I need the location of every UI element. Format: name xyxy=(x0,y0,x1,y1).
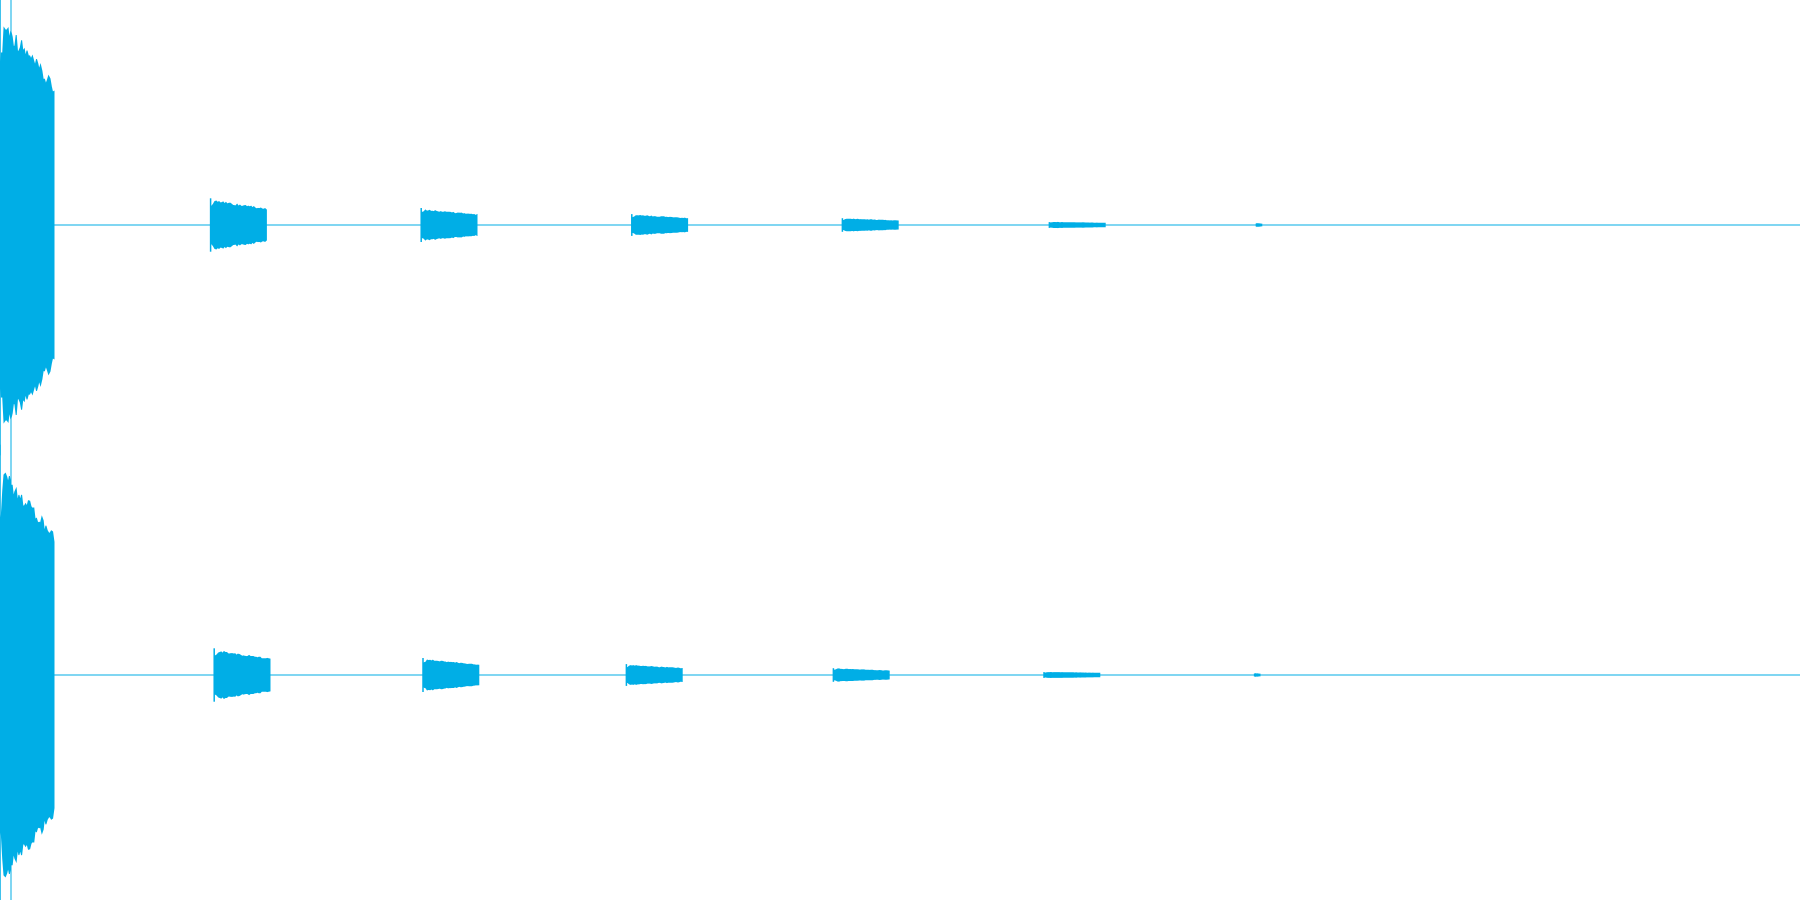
channel-1-burst-6 xyxy=(1048,221,1106,229)
channel-1-burst-1 xyxy=(0,26,55,424)
channel-2-burst-1 xyxy=(0,472,55,878)
channel-1-burst-4 xyxy=(631,214,689,236)
channel-2 xyxy=(0,444,1800,900)
channel-2-burst-6 xyxy=(1043,671,1101,679)
channel-1-burst-3 xyxy=(420,209,478,241)
channel-1-burst-2 xyxy=(210,200,267,250)
channel-2-burst-5 xyxy=(832,668,890,682)
channel-1-burst-7 xyxy=(1255,222,1263,228)
channel-2-burst-7 xyxy=(1254,673,1261,677)
channel-2-burst-2 xyxy=(213,650,271,700)
channel-1-burst-5 xyxy=(841,218,899,232)
channel-2-burst-3 xyxy=(422,659,480,691)
channel-1 xyxy=(0,0,1800,456)
channel-2-burst-4 xyxy=(625,665,683,685)
